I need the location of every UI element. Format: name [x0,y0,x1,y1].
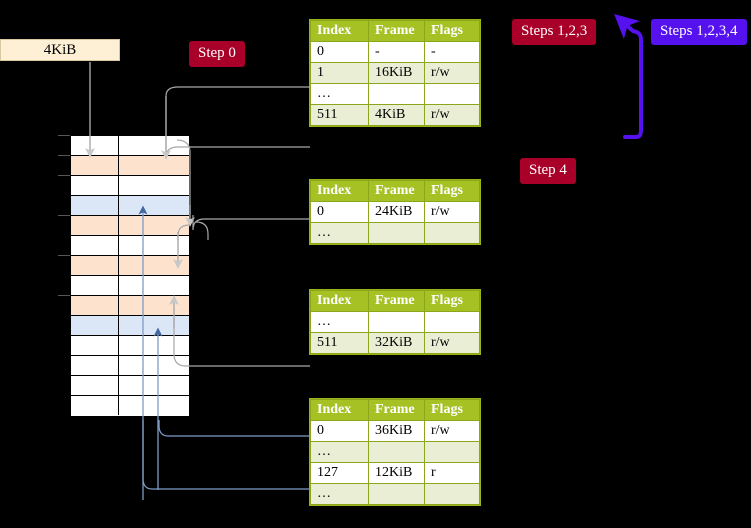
column-header-frame: Frame [368,290,425,312]
table-cell: 0 [310,201,369,223]
table-row: … [310,83,480,105]
memory-tick [58,135,70,136]
table-cell [368,311,425,333]
column-header-index: Index [310,290,369,312]
memory-tick [58,175,70,176]
badge-step-0: Step 0 [189,41,245,67]
table-cell: … [310,222,369,244]
memory-frame-row [71,196,189,216]
memory-frame-row [71,276,189,296]
connector-steps-bracket [614,13,643,139]
table-cell: r/w [424,104,480,126]
memory-tick [58,155,70,156]
badge-steps-1234: Steps 1,2,3,4 [651,19,747,45]
memory-frame-row [71,136,189,156]
column-header-frame: Frame [368,20,425,42]
memory-frame-row [71,316,189,336]
column-header-index: Index [310,20,369,42]
column-header-frame: Frame [368,399,425,421]
connector-t4-row0-to-memory [158,420,310,437]
table-cell: 16KiB [368,62,425,84]
table-cell: r/w [424,62,480,84]
table-row: … [310,222,480,244]
memory-tick [58,255,70,256]
column-header-frame: Frame [368,180,425,202]
badge-step-4: Step 4 [520,158,576,184]
physical-memory-column [70,135,190,416]
table-cell: - [368,41,425,63]
memory-frame-row [71,356,189,376]
table-cell: … [310,441,369,463]
column-header-index: Index [310,180,369,202]
table-cell: 4KiB [368,104,425,126]
column-header-flags: Flags [424,20,480,42]
connector-t2-branch [195,221,209,240]
memory-frame-row [71,256,189,276]
table-cell: … [310,483,369,505]
table-cell [424,222,480,244]
table-cell: - [424,41,480,63]
memory-frame-row [71,236,189,256]
column-header-flags: Flags [424,180,480,202]
table-cell: 1 [310,62,369,84]
memory-frame-row [71,296,189,316]
table-cell [368,483,425,505]
table-row: … [310,483,480,505]
table-cell [424,483,480,505]
connector-t2-row0-to-memory [192,215,310,231]
memory-frame-row [71,336,189,356]
table-cell: r/w [424,420,480,442]
table-cell: r [424,462,480,484]
frame-size-box: 4KiB [0,39,120,61]
table-row: … [310,441,480,463]
badge-steps-123: Steps 1,2,3 [512,19,597,45]
table-cell [424,441,480,463]
connector-t3-511-to-memory [173,318,310,367]
table-cell: 24KiB [368,201,425,223]
table-cell: … [310,311,369,333]
table-cell [368,83,425,105]
memory-tick [58,215,70,216]
table-cell: 0 [310,420,369,442]
table-row: … [310,311,480,333]
table-cell [368,441,425,463]
memory-frame-row [71,376,189,396]
table-cell: r/w [424,332,480,354]
table-cell: 0 [310,41,369,63]
memory-frame-row [71,216,189,236]
table-cell: 127 [310,462,369,484]
table-cell: 511 [310,104,369,126]
column-header-index: Index [310,399,369,421]
table-cell: 12KiB [368,462,425,484]
memory-frame-row [71,176,189,196]
memory-tick [58,295,70,296]
table-cell: r/w [424,201,480,223]
frame-size-label: 4KiB [43,41,77,58]
memory-frame-row [71,156,189,176]
memory-frame-row [71,396,189,416]
table-cell: 32KiB [368,332,425,354]
table-cell: 36KiB [368,420,425,442]
memory-column-divider [118,135,119,415]
column-header-flags: Flags [424,290,480,312]
table-row: 0-- [310,41,480,63]
table-cell: … [310,83,369,105]
column-header-flags: Flags [424,399,480,421]
table-cell [368,222,425,244]
table-cell [424,83,480,105]
table-cell [424,311,480,333]
table-cell: 511 [310,332,369,354]
connector-t4-row127-to-memory [142,420,310,490]
